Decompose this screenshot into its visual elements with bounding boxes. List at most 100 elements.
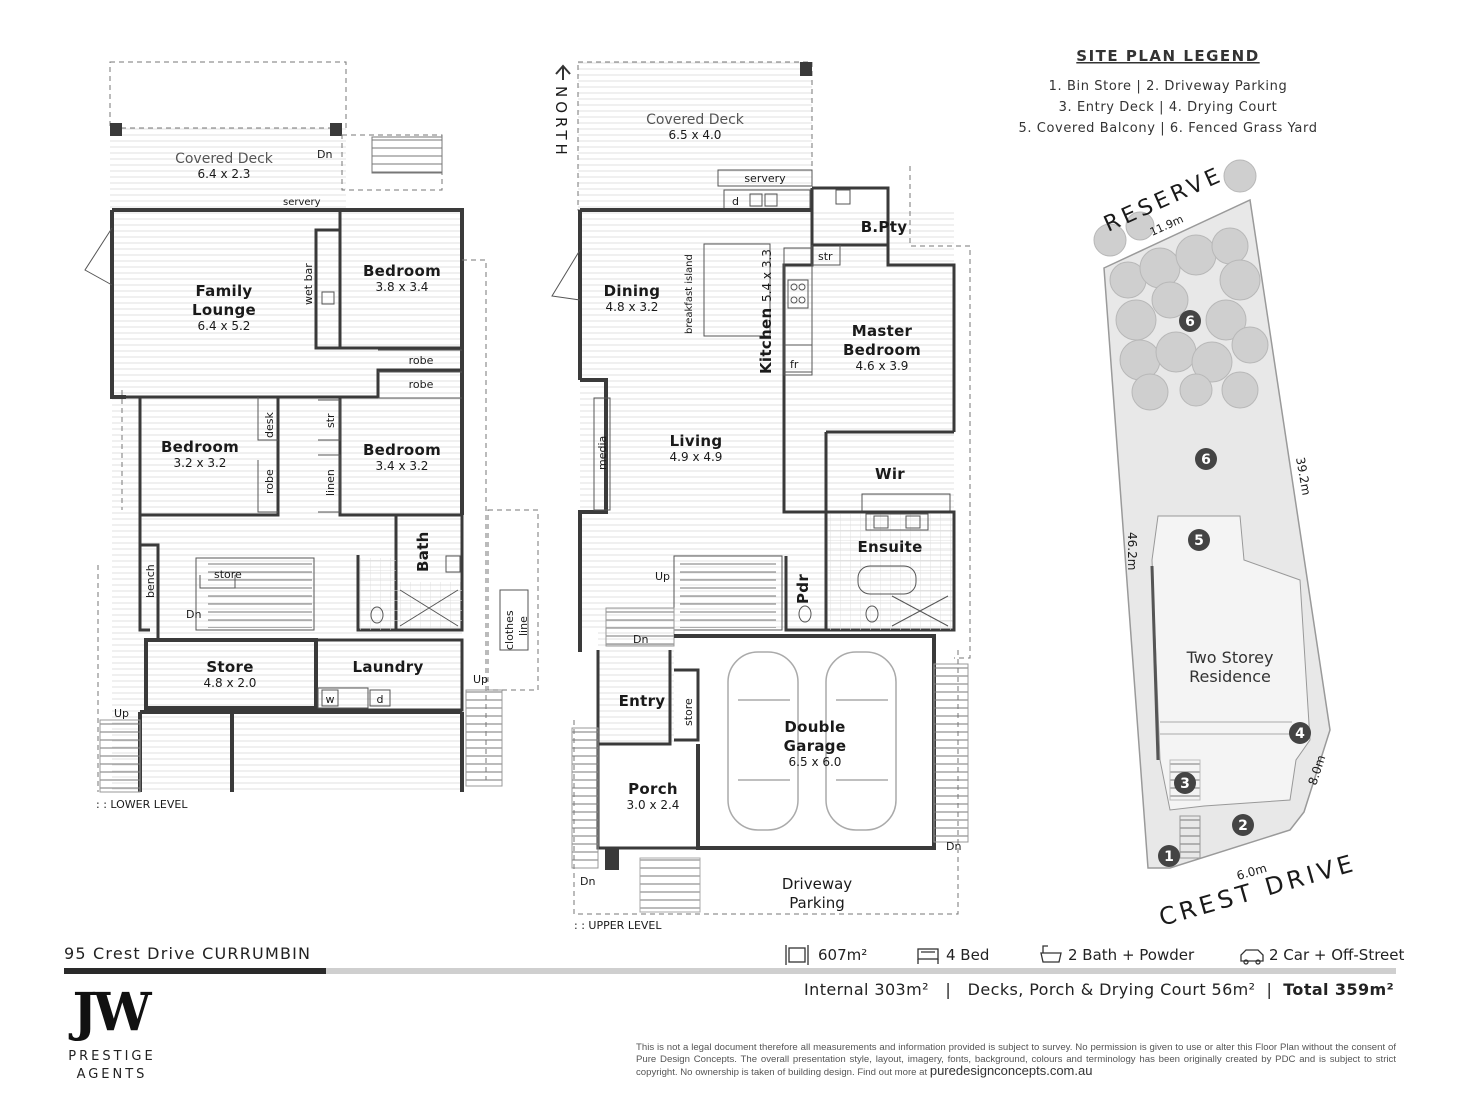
site-marker-6a: 6 xyxy=(1179,310,1201,332)
lower-dryer: d xyxy=(377,693,384,706)
upper-driveway-label-2: Parking xyxy=(789,894,845,912)
upper-garage-label: Double xyxy=(784,718,845,736)
brand-block: PRESTIGE AGENTS xyxy=(62,984,162,1084)
brand-line-2: AGENTS xyxy=(76,1067,148,1082)
land-size: 607m² xyxy=(818,946,868,964)
upper-dn-left: Dn xyxy=(580,875,595,888)
site-marker-6b: 6 xyxy=(1195,448,1217,470)
lower-store-small: store xyxy=(214,568,242,581)
site-marker-2: 2 xyxy=(1232,814,1254,836)
site-dim-left: 46.2m xyxy=(1125,532,1139,570)
upper-bpty-label: B.Pty xyxy=(861,218,908,236)
site-plan: SITE PLAN LEGEND 1. Bin Store | 2. Drive… xyxy=(1018,47,1359,932)
upper-deck-label: Covered Deck xyxy=(646,112,745,128)
lower-bedroom-e-dims: 3.4 x 3.2 xyxy=(376,459,429,473)
site-legend-line-1: 1. Bin Store | 2. Driveway Parking xyxy=(1049,79,1288,94)
lower-deck-dn: Dn xyxy=(317,148,332,161)
car-icons xyxy=(727,651,897,831)
lower-up-right: Up xyxy=(473,673,488,686)
lower-robe-2: robe xyxy=(409,378,434,391)
upper-garage-dims: 6.5 x 6.0 xyxy=(789,755,842,769)
upper-living-label: Living xyxy=(670,432,723,450)
lower-robe-1: robe xyxy=(409,354,434,367)
outdoor-area: Decks, Porch & Drying Court 56m² xyxy=(967,980,1256,999)
site-legend-title: SITE PLAN LEGEND xyxy=(1076,47,1259,65)
lower-store-label: Store xyxy=(206,658,253,676)
lower-str: str xyxy=(324,413,337,428)
upper-kitchen-dims: 5.4 x 3.3 xyxy=(760,249,774,302)
property-address: 95 Crest Drive CURRUMBIN xyxy=(64,944,312,963)
area-separator-2: | xyxy=(1266,980,1273,999)
upper-d: d xyxy=(732,195,739,208)
lower-clothes-line-2: line xyxy=(517,616,530,636)
area-summary: Internal 303m² | Decks, Porch & Drying C… xyxy=(804,980,1394,999)
site-marker-3: 3 xyxy=(1174,772,1196,794)
upper-fridge: fr xyxy=(790,358,799,371)
lower-store-dims: 4.8 x 2.0 xyxy=(204,676,257,690)
upper-deck-dims: 6.5 x 4.0 xyxy=(669,128,722,142)
upper-porch-label: Porch xyxy=(628,780,678,798)
upper-breakfast-island: breakfast island xyxy=(684,254,695,334)
lower-bedroom-w-dims: 3.2 x 3.2 xyxy=(174,456,227,470)
lower-deck-label: Covered Deck xyxy=(175,151,274,167)
lower-robe-3: robe xyxy=(263,469,276,494)
upper-living-dims: 4.9 x 4.9 xyxy=(670,450,723,464)
lower-bath-label: Bath xyxy=(414,531,432,572)
lower-deck-dims: 6.4 x 2.3 xyxy=(198,167,251,181)
reserve-trees xyxy=(1093,159,1269,411)
land-icon xyxy=(785,945,809,965)
site-marker-4: 4 xyxy=(1289,722,1311,744)
svg-text:1: 1 xyxy=(1164,849,1174,865)
lower-bedroom-ne-label: Bedroom xyxy=(363,262,441,280)
lower-wet-bar: wet bar xyxy=(302,263,315,305)
lower-level-label: : : LOWER LEVEL xyxy=(96,798,188,811)
svg-text:JW: JW xyxy=(68,982,153,1043)
upper-ensuite-label: Ensuite xyxy=(857,538,922,556)
site-legend-line-2: 3. Entry Deck | 4. Drying Court xyxy=(1059,100,1278,115)
svg-text:6: 6 xyxy=(1201,452,1211,468)
site-residence-label: Two Storey xyxy=(1186,648,1274,667)
upper-master-label: Master xyxy=(852,322,913,340)
lower-family-lounge-label-2: Lounge xyxy=(192,301,256,319)
internal-area: Internal 303m² xyxy=(804,980,929,999)
upper-porch-dims: 3.0 x 2.4 xyxy=(627,798,680,812)
upper-str: str xyxy=(818,250,833,263)
svg-text:3: 3 xyxy=(1180,776,1190,792)
site-legend-line-3: 5. Covered Balcony | 6. Fenced Grass Yar… xyxy=(1018,121,1317,136)
brand-line-1: PRESTIGE xyxy=(68,1049,156,1064)
brand-logo: JW xyxy=(68,982,157,1043)
upper-level-plan: Covered Deck 6.5 x 4.0 NORTH servery d xyxy=(551,61,971,932)
lower-bedroom-w-label: Bedroom xyxy=(161,438,239,456)
lower-clothes-line-1: clothes xyxy=(503,610,516,650)
svg-text:2: 2 xyxy=(1238,818,1248,834)
bathrooms: 2 Bath + Powder xyxy=(1068,946,1195,964)
lower-washer: w xyxy=(326,693,335,706)
lower-linen: linen xyxy=(324,469,337,496)
disclaimer-text: This is not a legal document therefore a… xyxy=(636,1042,1396,1078)
svg-text:5: 5 xyxy=(1194,533,1204,549)
upper-dining-dims: 4.8 x 3.2 xyxy=(606,300,659,314)
lower-level-plan: Covered Deck 6.4 x 2.3 Dn servery xyxy=(84,61,539,811)
lower-stairs-dn: Dn xyxy=(186,608,201,621)
total-area: Total 359m² xyxy=(1283,980,1394,999)
bed-icon xyxy=(917,948,939,964)
upper-servery: servery xyxy=(744,172,786,185)
website-link[interactable]: puredesignconcepts.com.au xyxy=(929,1063,1093,1078)
lower-desk: desk xyxy=(263,412,276,438)
upper-dn: Dn xyxy=(633,633,648,646)
car-spaces: 2 Car + Off-Street xyxy=(1269,946,1405,964)
area-separator-1: | xyxy=(945,980,952,999)
upper-kitchen-label: Kitchen xyxy=(757,308,775,374)
lower-servery: servery xyxy=(283,197,321,208)
upper-wir-label: Wir xyxy=(875,465,905,483)
upper-level-label: : : UPPER LEVEL xyxy=(574,919,662,932)
lower-bench: bench xyxy=(144,564,157,598)
site-marker-1: 1 xyxy=(1158,845,1180,867)
upper-master-label-2: Bedroom xyxy=(843,341,921,359)
lower-bedroom-e-label: Bedroom xyxy=(363,441,441,459)
upper-entry-label: Entry xyxy=(619,692,666,710)
upper-media: media xyxy=(596,436,609,470)
upper-pdr-label: Pdr xyxy=(794,574,812,604)
lower-family-lounge-label: Family xyxy=(196,282,253,300)
upper-dining-label: Dining xyxy=(604,282,661,300)
